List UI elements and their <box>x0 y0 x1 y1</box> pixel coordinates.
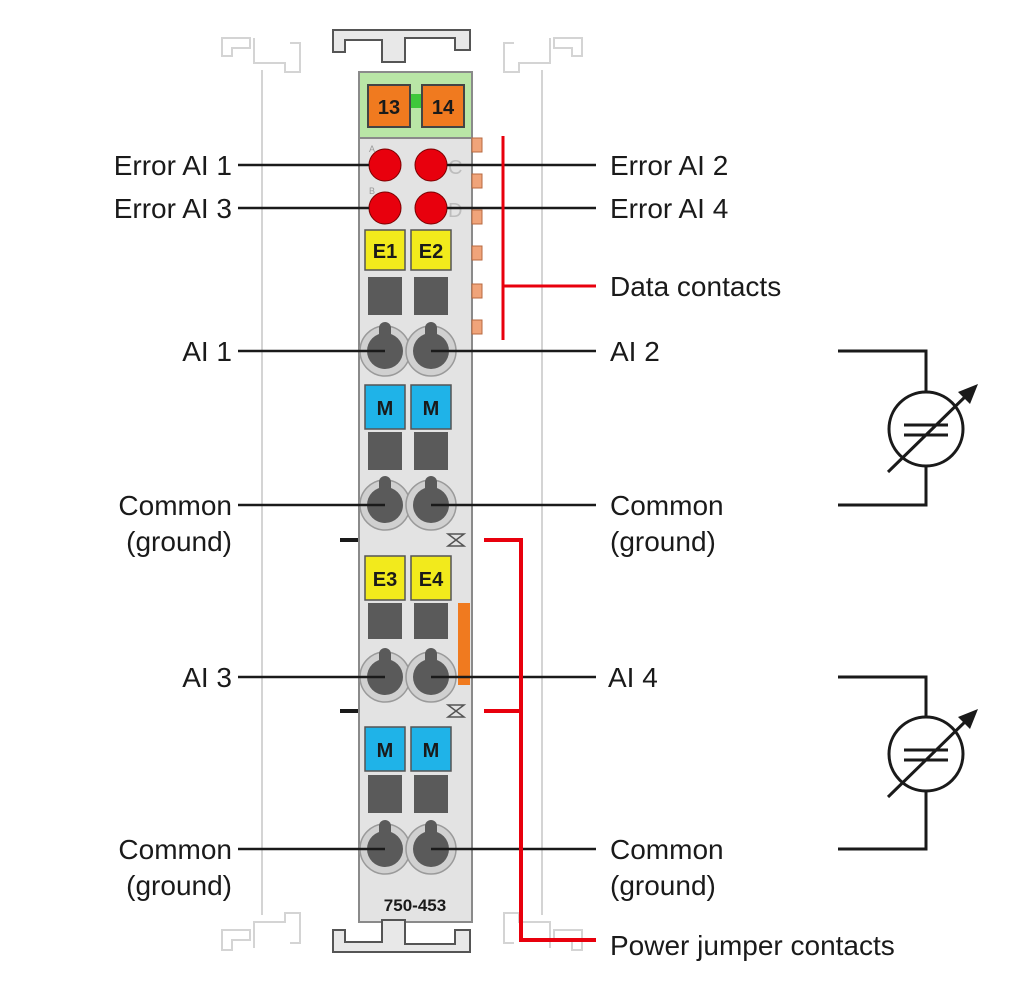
key-e3-label: E3 <box>373 569 397 591</box>
clamp-ai2 <box>405 322 457 377</box>
label-data-contacts: Data contacts <box>610 271 781 302</box>
label-error-ai4: Error AI 4 <box>610 193 728 224</box>
label-error-ai2: Error AI 2 <box>610 150 728 181</box>
key-m2-label: M <box>423 398 440 420</box>
label-ai3: AI 3 <box>182 662 232 693</box>
key-e1 <box>364 229 406 271</box>
key-e4 <box>410 555 452 601</box>
label-common-left-1: Common <box>118 490 232 521</box>
release-slot <box>368 603 402 639</box>
adjustable-resistor-icon <box>838 675 978 851</box>
top-locking-clip <box>332 29 471 63</box>
key-m1 <box>364 384 406 430</box>
label-ground-left-1: (ground) <box>126 526 232 557</box>
label-common-left-2: Common <box>118 834 232 865</box>
release-slot <box>414 277 448 315</box>
label-ground-left-2: (ground) <box>126 870 232 901</box>
key-m1-label: M <box>377 398 394 420</box>
label-error-ai3: Error AI 3 <box>114 193 232 224</box>
key-e2 <box>410 229 452 271</box>
label-power-jumper-contacts: Power jumper contacts <box>610 930 895 961</box>
led-letter-b: B <box>369 186 375 196</box>
connector-14-label: 14 <box>432 97 455 119</box>
led-error-ai1 <box>368 148 402 182</box>
connector-13-label: 13 <box>378 97 400 119</box>
connector-13 <box>367 84 411 128</box>
key-m2 <box>410 384 452 430</box>
jumper-marker <box>445 533 467 547</box>
led-letter-c: C <box>448 157 462 179</box>
key-m3 <box>364 726 406 772</box>
release-slot <box>414 603 448 639</box>
label-ai4: AI 4 <box>608 662 658 693</box>
led-error-ai2 <box>414 148 448 182</box>
separator-tick <box>340 538 358 542</box>
led-letter-d: D <box>448 200 462 222</box>
key-m3-label: M <box>377 740 394 762</box>
release-slot <box>368 775 402 813</box>
label-ai1: AI 1 <box>182 336 232 367</box>
part-number: 750-453 <box>384 896 446 915</box>
label-ai2: AI 2 <box>610 336 660 367</box>
release-slot <box>414 432 448 470</box>
led-letter-a: A <box>369 144 375 154</box>
key-m4 <box>410 726 452 772</box>
label-ground-right-1: (ground) <box>610 526 716 557</box>
release-slot <box>368 432 402 470</box>
separator-tick <box>340 709 358 713</box>
label-common-right-1: Common <box>610 490 724 521</box>
key-e2-label: E2 <box>419 241 443 263</box>
key-m4-label: M <box>423 740 440 762</box>
led-error-ai4 <box>414 191 448 225</box>
key-e4-label: E4 <box>419 569 444 591</box>
power-jumper-contact <box>458 603 470 685</box>
key-e1-label: E1 <box>373 241 397 263</box>
data-contact-pads <box>471 137 483 335</box>
led-error-ai3 <box>368 191 402 225</box>
data-contacts-callout <box>501 136 596 340</box>
adjustable-resistor-icon <box>838 349 978 507</box>
label-error-ai1: Error AI 1 <box>114 150 232 181</box>
connector-14 <box>421 84 465 128</box>
leader-lines <box>238 163 596 851</box>
key-e3 <box>364 555 406 601</box>
jumper-marker <box>445 704 467 718</box>
release-slot <box>414 775 448 813</box>
bottom-locking-clip <box>332 919 471 953</box>
label-common-right-2: Common <box>610 834 724 865</box>
release-slot <box>368 277 402 315</box>
power-jumper-callout <box>484 538 596 942</box>
label-ground-right-2: (ground) <box>610 870 716 901</box>
io-module: 13 14 A B C D E1 E2 M M <box>332 29 473 953</box>
